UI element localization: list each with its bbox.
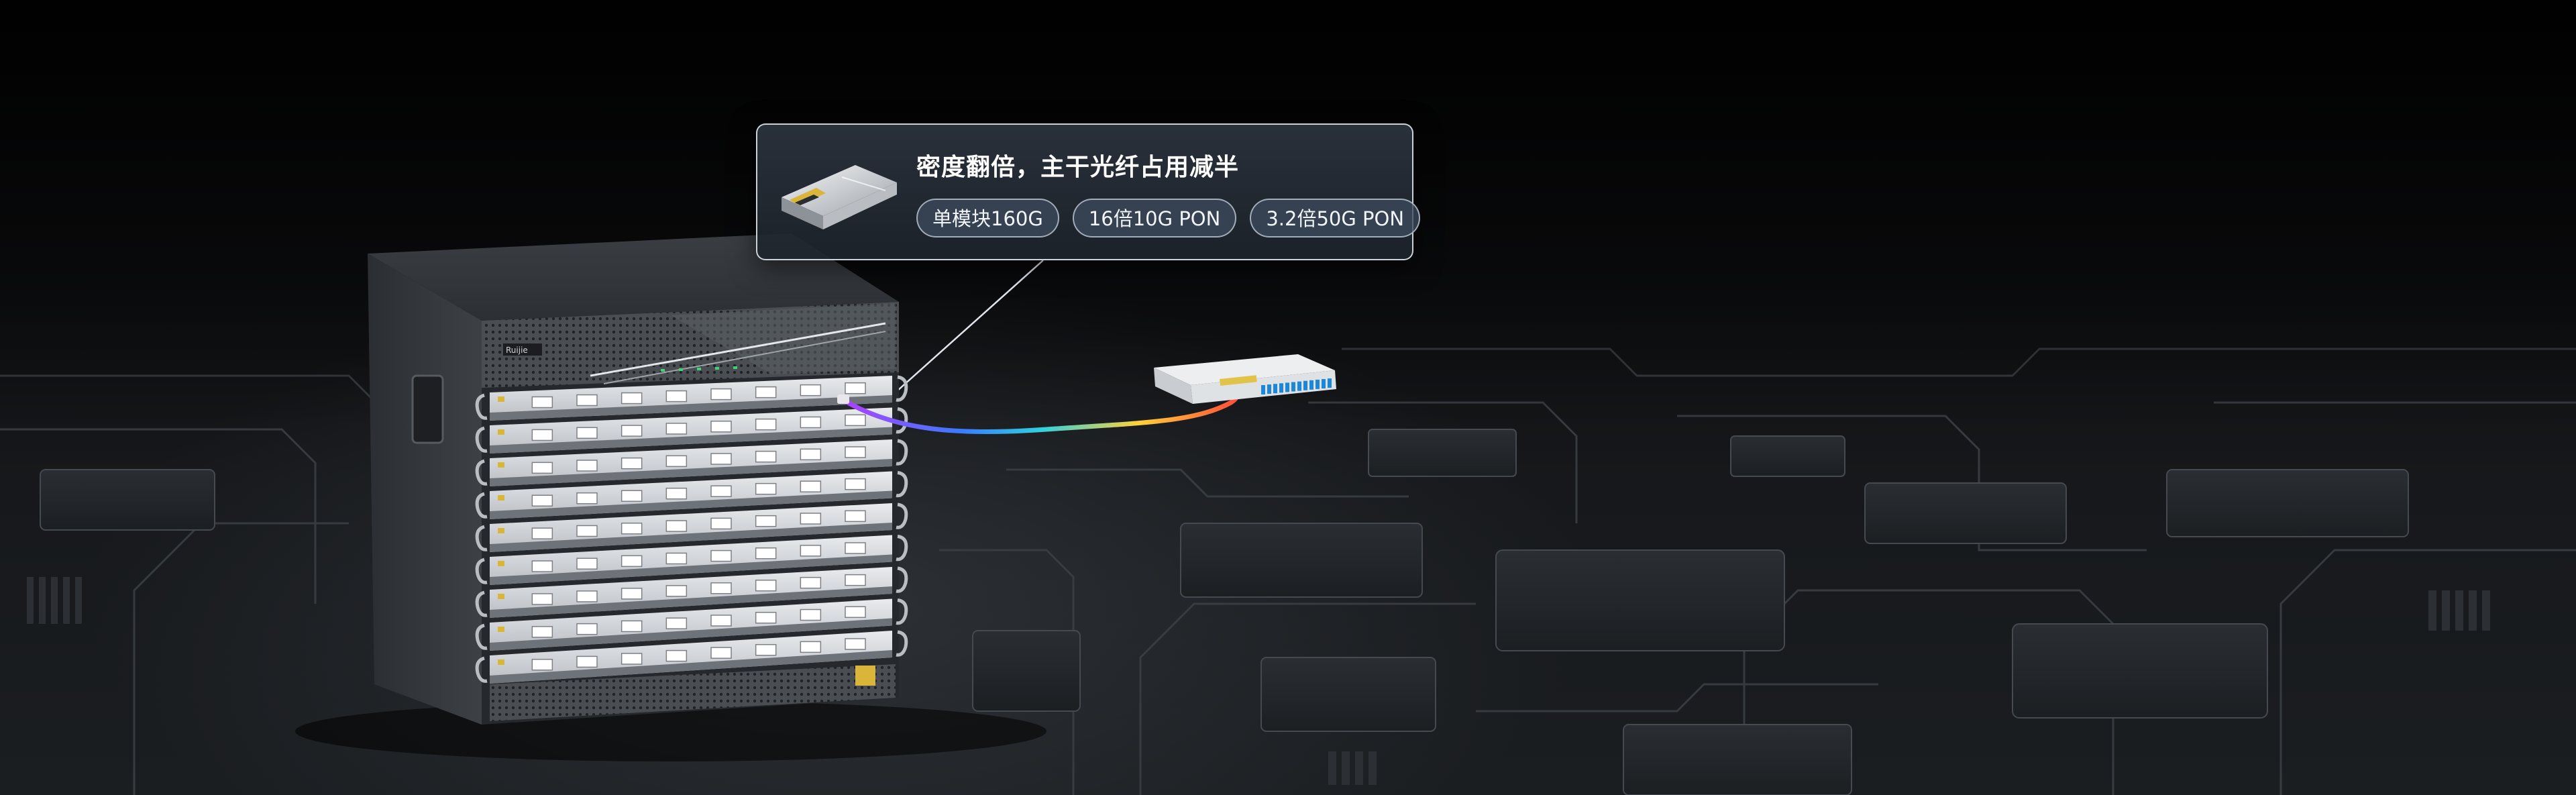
card-handle-left xyxy=(475,525,488,551)
odf-port xyxy=(1261,385,1265,394)
card-handle-left xyxy=(475,459,488,486)
card-handle-left xyxy=(475,393,488,420)
odf-port xyxy=(1273,384,1277,394)
callout-title: 密度翻倍，主干光纤占用减半 xyxy=(916,154,1240,181)
card-handle-right xyxy=(896,471,908,498)
card-handle-left xyxy=(475,426,488,453)
line-card xyxy=(490,567,892,618)
odf-port xyxy=(1316,379,1320,389)
feature-chip-50g-pon: 3.2倍50G PON xyxy=(1250,199,1421,237)
odf-port xyxy=(1303,380,1307,390)
odf-port xyxy=(1291,382,1295,392)
card-handle-left xyxy=(475,558,488,584)
line-card xyxy=(490,376,892,421)
line-card xyxy=(490,631,892,684)
line-card xyxy=(490,471,892,519)
card-handle-left xyxy=(475,492,488,519)
card-handle-left xyxy=(475,656,488,683)
card-handle-right xyxy=(896,502,908,529)
feature-chip-10g-pon: 16倍10G PON xyxy=(1072,199,1237,237)
odf-port xyxy=(1309,380,1313,390)
odf-port xyxy=(1279,383,1283,393)
card-handle-right xyxy=(896,630,908,657)
line-card xyxy=(490,407,892,454)
feature-chip-single-module: 单模块160G xyxy=(916,199,1059,237)
card-handle-right xyxy=(896,375,908,402)
odf-port xyxy=(1267,384,1271,394)
line-card xyxy=(490,535,892,585)
odf-port xyxy=(1297,381,1301,391)
odf-port xyxy=(1322,379,1326,388)
optical-module-icon xyxy=(782,165,897,229)
brand-logo-text: Ruijie xyxy=(506,346,528,355)
odf-port xyxy=(1328,378,1332,388)
odf-port xyxy=(1285,382,1289,392)
card-handle-right xyxy=(896,439,908,466)
card-handle-right xyxy=(896,535,908,562)
feature-callout: 密度翻倍，主干光纤占用减半 单模块160G 16倍10G PON 3.2倍50G… xyxy=(756,123,1421,260)
feature-chip-row: 单模块160G 16倍10G PON 3.2倍50G PON xyxy=(916,199,1421,237)
line-card-stack xyxy=(490,376,892,684)
card-handle-left xyxy=(475,623,488,650)
card-handle-right xyxy=(896,566,908,593)
line-card xyxy=(490,439,892,486)
card-handle-right xyxy=(896,598,908,625)
card-handle-left xyxy=(475,590,488,617)
line-card xyxy=(490,598,892,651)
line-card xyxy=(490,503,892,552)
